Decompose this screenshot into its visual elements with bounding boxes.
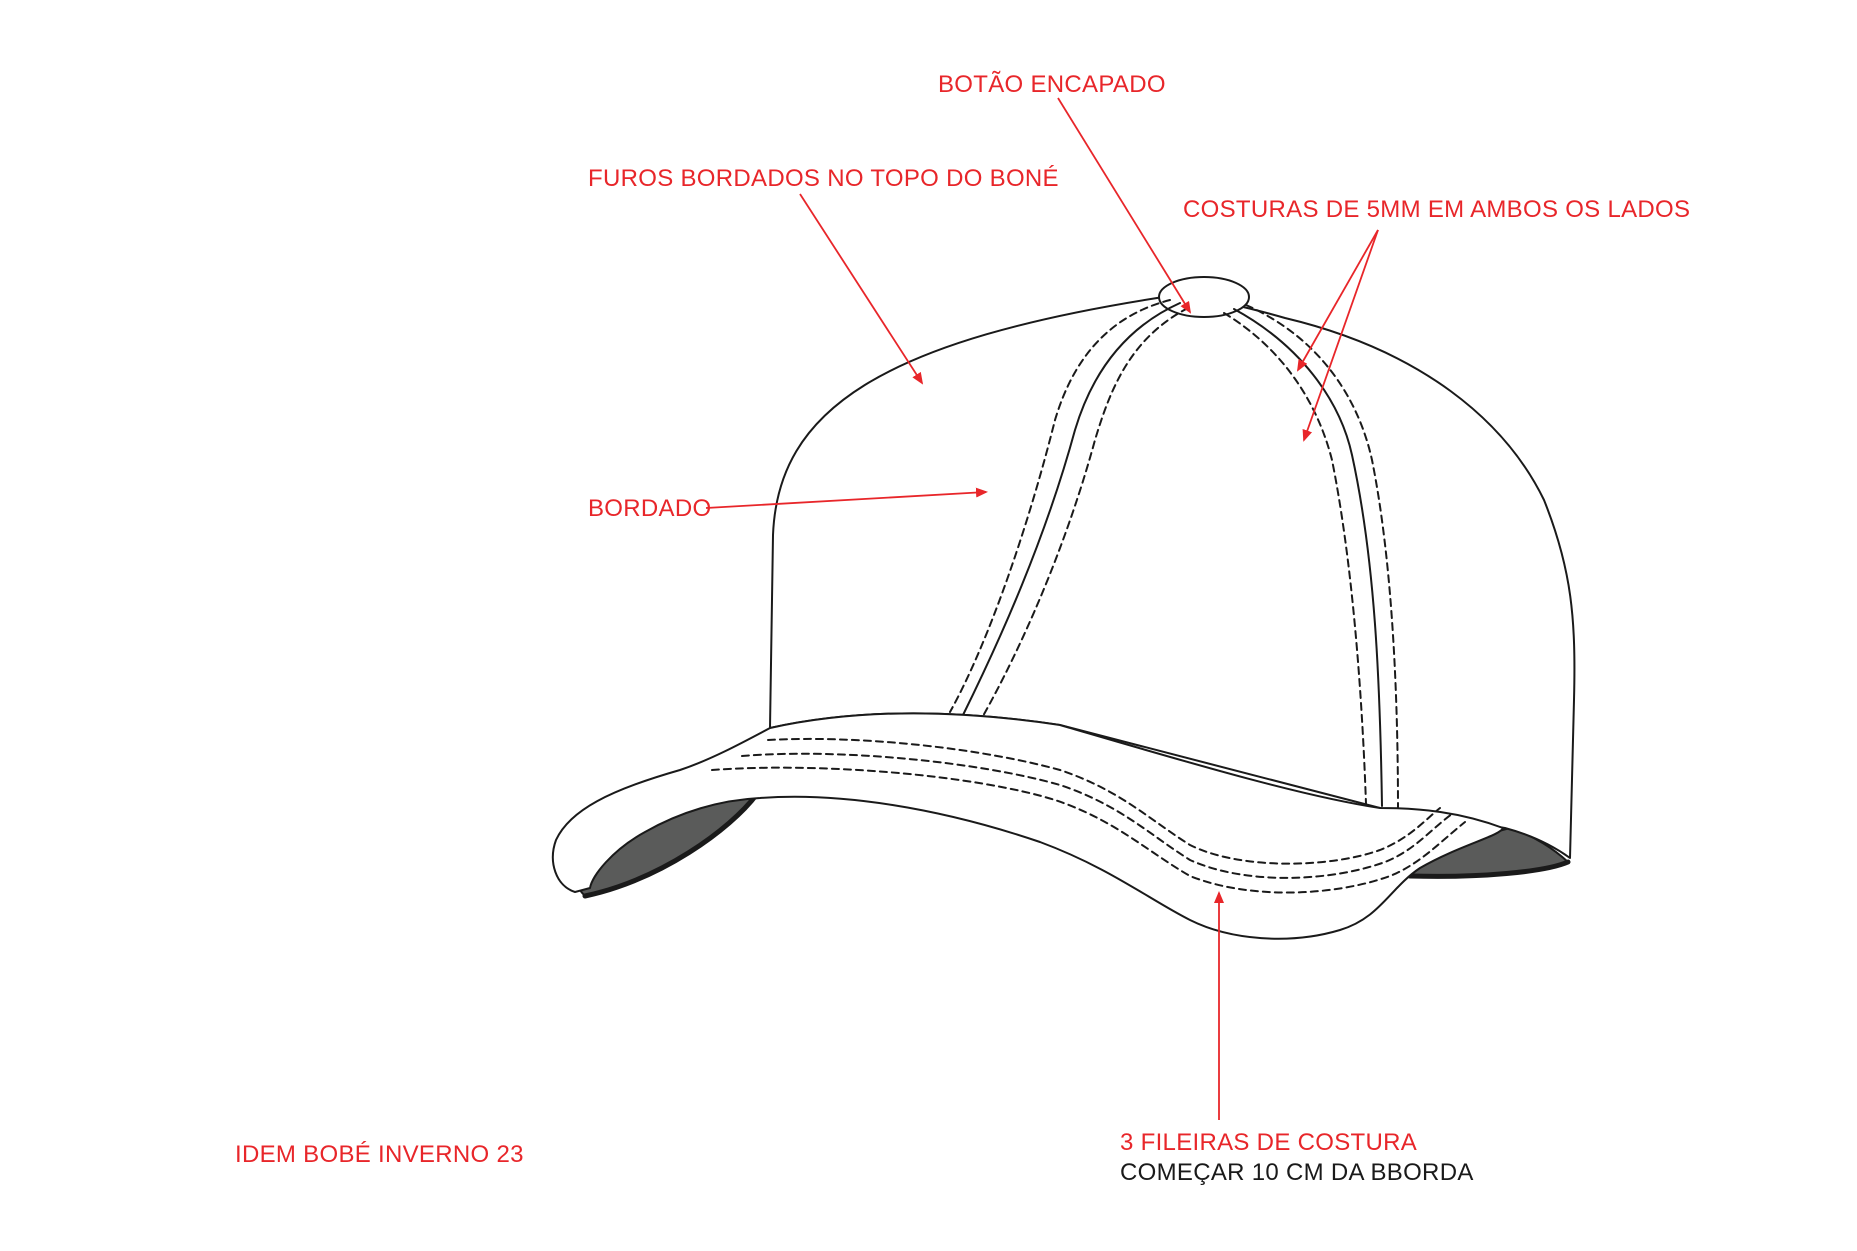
arrow-seams-lower — [1302, 229, 1379, 442]
left-seam-stitch-outer — [949, 299, 1171, 713]
arrow-seams-upper — [1297, 229, 1379, 372]
right-seam-stitch-outer — [1245, 304, 1399, 811]
cap-illustration — [551, 276, 1576, 940]
underbrim-left-edge — [582, 791, 760, 899]
label-button: BOTÃO ENCAPADO — [938, 71, 1166, 98]
left-seam-stitch-inner — [982, 307, 1189, 717]
brim — [551, 712, 1504, 940]
brim-stitch-row-1 — [767, 737, 1441, 865]
arrow-holes — [799, 193, 924, 385]
label-brim-start: COMEÇAR 10 CM DA BBORDA — [1120, 1159, 1474, 1186]
arrow-embroidery — [705, 487, 988, 509]
label-reference: IDEM BOBÉ INVERNO 23 — [235, 1141, 524, 1168]
left-seam-solid — [962, 302, 1181, 716]
label-holes: FUROS BORDADOS NO TOPO DO BONÉ — [588, 165, 1059, 192]
annotation-labels: BOTÃO ENCAPADO FUROS BORDADOS NO TOPO DO… — [235, 71, 1690, 1186]
arrow-button — [1057, 97, 1192, 314]
annotation-arrows — [705, 97, 1379, 1120]
right-seam-stitch-inner — [1223, 312, 1367, 805]
label-seams: COSTURAS DE 5MM EM AMBOS OS LADOS — [1183, 196, 1690, 223]
brim-stitch-row-3 — [711, 766, 1466, 894]
label-brim-rows: 3 FILEIRAS DE COSTURA — [1120, 1129, 1417, 1156]
underbrim-right-edge — [1407, 859, 1571, 879]
brim-stitch-row-2 — [741, 752, 1453, 879]
label-embroidery: BORDADO — [588, 495, 711, 522]
right-seam-solid — [1233, 308, 1383, 807]
